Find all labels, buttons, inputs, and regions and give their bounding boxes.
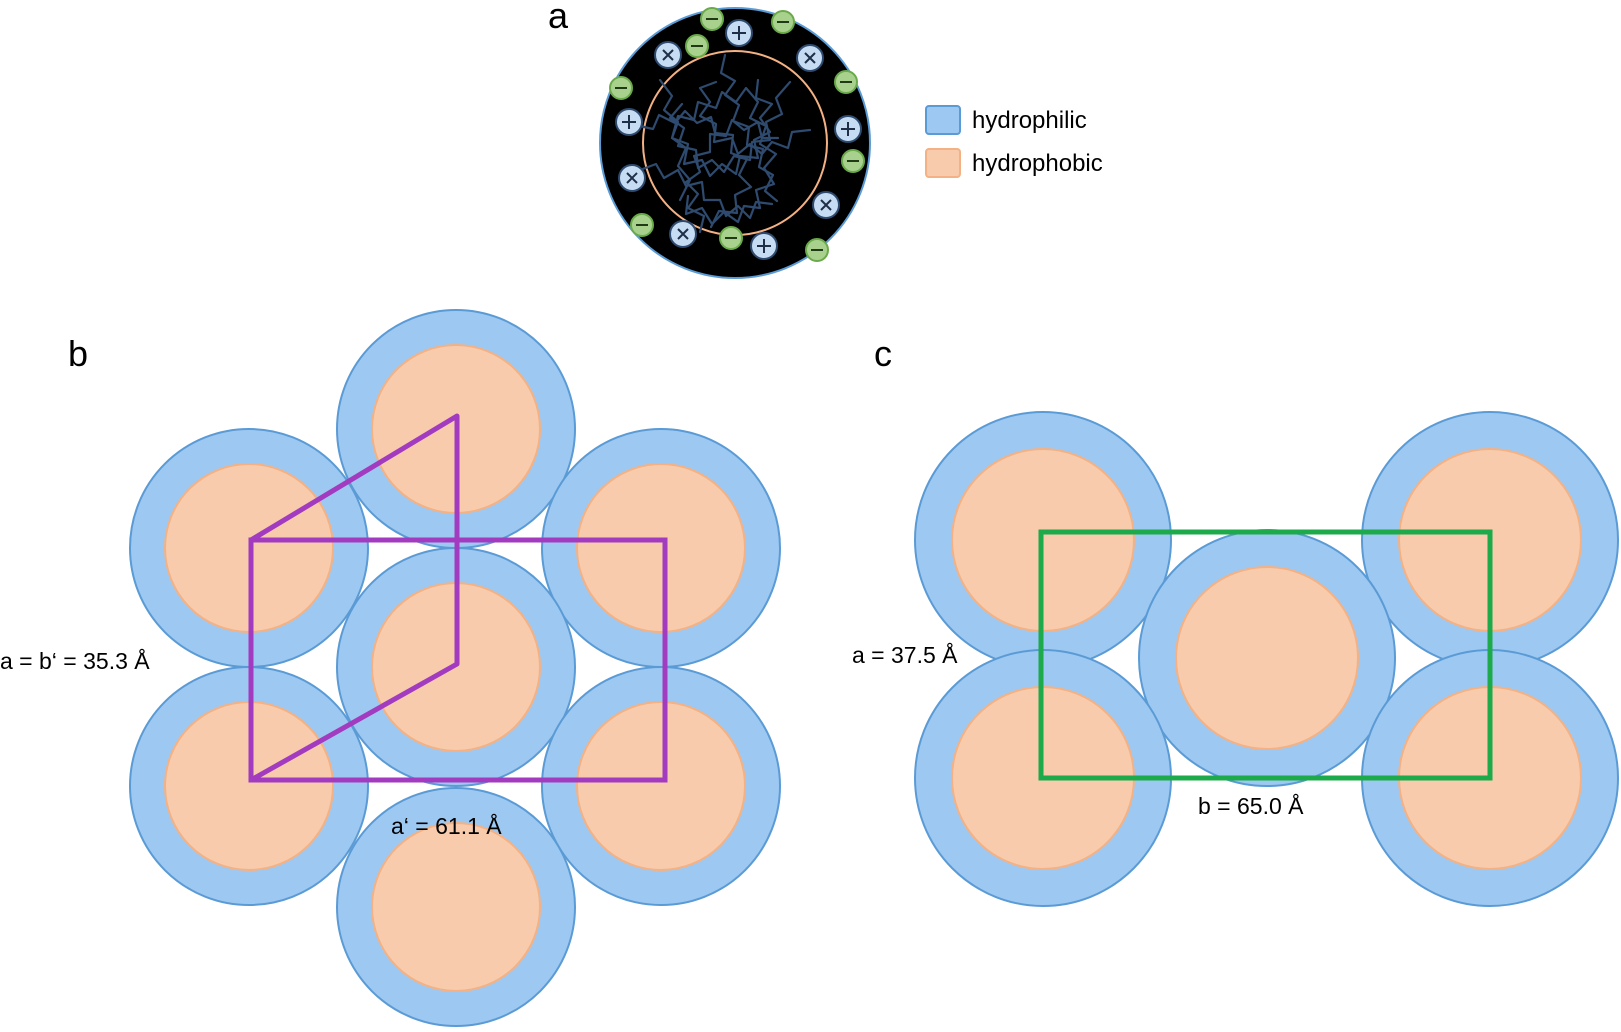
single-micelle xyxy=(599,7,871,279)
hexagonal-packing xyxy=(129,309,781,1027)
legend-swatch-hydrophobic xyxy=(925,148,961,178)
cation-ion xyxy=(654,41,682,69)
anion-ion xyxy=(630,213,654,237)
panel-b-label: b xyxy=(68,333,88,374)
anion-ion xyxy=(834,70,858,94)
counter-ions xyxy=(609,7,865,262)
cation-ion xyxy=(812,191,840,219)
hexagonal-unit-cell xyxy=(248,413,460,783)
micelle xyxy=(336,787,576,1027)
cell-parameter-a-prime: a‘ = 61.1 Å xyxy=(391,812,502,839)
rectangular-unit-cell-c xyxy=(1038,529,1493,781)
cation-ion xyxy=(669,220,697,248)
cell-parameter-b: b = 65.0 Å xyxy=(1198,792,1304,819)
micelle xyxy=(129,666,369,906)
anion-ion xyxy=(841,149,865,173)
anion-ion xyxy=(609,76,633,100)
cation-ion xyxy=(615,108,643,136)
cation-ion xyxy=(725,19,753,47)
legend: hydrophilic hydrophobic xyxy=(925,105,1103,178)
legend-label-hydrophobic: hydrophobic xyxy=(972,150,1103,177)
micelle xyxy=(541,666,781,906)
anion-ion xyxy=(771,10,795,34)
panel-a-label: a xyxy=(548,0,569,36)
anion-ion xyxy=(685,34,709,58)
anion-ion xyxy=(719,226,743,250)
cation-ion xyxy=(750,232,778,260)
polymer-chains xyxy=(633,53,812,234)
cation-ion xyxy=(618,164,646,192)
micelle xyxy=(1138,529,1396,787)
legend-swatch-hydrophilic xyxy=(925,105,961,135)
micelle xyxy=(541,428,781,668)
anion-ion xyxy=(700,7,724,31)
legend-label-hydrophilic: hydrophilic xyxy=(972,107,1087,134)
panel-c-label: c xyxy=(874,333,892,374)
cell-parameter-a-b-prime: a = b‘ = 35.3 Å xyxy=(0,647,150,674)
anion-ion xyxy=(805,238,829,262)
cation-ion xyxy=(834,115,862,143)
cation-ion xyxy=(796,44,824,72)
rectangular-packing xyxy=(914,411,1619,907)
micelle xyxy=(914,411,1172,669)
cell-parameter-a: a = 37.5 Å xyxy=(852,641,958,668)
